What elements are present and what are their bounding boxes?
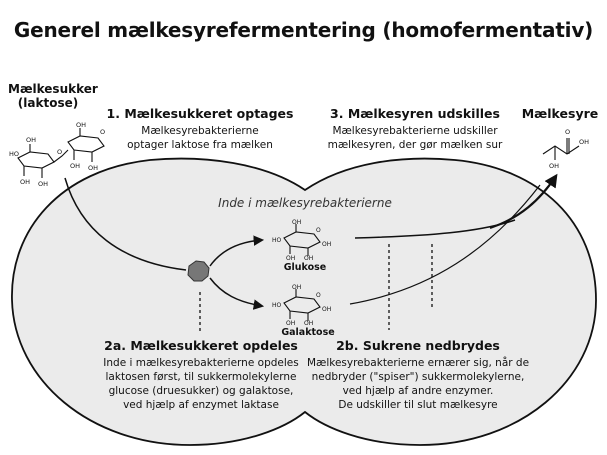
step-2b-text: Mælkesyrebakterierne ernærer sig, når de… bbox=[298, 356, 538, 412]
svg-text:O: O bbox=[316, 227, 321, 234]
lactose-label: Mælkesukker (laktose) bbox=[8, 82, 98, 110]
svg-text:OH: OH bbox=[304, 320, 313, 325]
lactose-label-line-2: (laktose) bbox=[17, 96, 79, 110]
svg-text:OH: OH bbox=[322, 306, 331, 313]
step-2b-line-3: ved hjælp af andre enzymer. bbox=[342, 385, 494, 397]
step-2a-line-3: glucose (druesukker) og galaktose, bbox=[108, 385, 294, 397]
svg-text:O: O bbox=[316, 292, 321, 299]
svg-text:OH: OH bbox=[549, 162, 559, 170]
step-2b-line-1: Mælkesyrebakterierne ernærer sig, når de bbox=[306, 357, 530, 369]
svg-text:OH: OH bbox=[38, 180, 48, 188]
svg-text:OH: OH bbox=[70, 162, 80, 170]
step-2a-line-2: laktosen først, til sukkermolekylerne bbox=[105, 371, 297, 383]
step-3-line-2: mælkesyren, der gør mælken sur bbox=[327, 139, 503, 151]
lactose-label-line-1: Mælkesukker bbox=[8, 82, 98, 96]
lactose-molecule: HO OH OH OH O OH OH OH O bbox=[9, 121, 105, 188]
step-3-line-1: Mælkesyrebakterierne udskiller bbox=[332, 125, 498, 137]
step-2b-line-4: De udskiller til slut mælkesyre bbox=[338, 399, 498, 411]
svg-text:O: O bbox=[57, 148, 62, 156]
lactic-acid-molecule: O OH OH bbox=[542, 128, 589, 170]
arrow-to-glucose bbox=[209, 235, 265, 267]
export-arrow bbox=[489, 173, 558, 230]
svg-text:OH: OH bbox=[292, 219, 301, 226]
svg-text:OH: OH bbox=[322, 241, 331, 248]
svg-text:OH: OH bbox=[286, 255, 295, 260]
svg-text:OH: OH bbox=[26, 136, 36, 144]
step-2a-line-4: ved hjælp af enzymet laktase bbox=[123, 399, 279, 411]
svg-text:O: O bbox=[565, 128, 570, 136]
step-2b-heading: 2b. Sukrene nedbrydes bbox=[336, 338, 500, 353]
svg-text:HO: HO bbox=[272, 302, 282, 309]
galactose-breakdown-line bbox=[349, 184, 541, 305]
step-2a-heading: 2a. Mælkesukkeret opdeles bbox=[104, 338, 298, 353]
step-1-line-2: optager laktose fra mælken bbox=[127, 139, 273, 151]
page-title: Generel mælkesyrefermentering (homoferme… bbox=[13, 18, 594, 42]
svg-text:OH: OH bbox=[76, 121, 86, 129]
uptake-arrow bbox=[64, 177, 187, 271]
enzyme-laktase bbox=[187, 260, 210, 282]
step-1-heading: 1. Mælkesukkeret optages bbox=[106, 106, 294, 121]
lactic-acid-label: Mælkesyre bbox=[521, 106, 599, 121]
svg-text:OH: OH bbox=[579, 138, 589, 146]
inside-label: Inde i mælkesyrebakterierne bbox=[218, 196, 392, 210]
galactose-label: Galaktose bbox=[281, 327, 335, 338]
svg-text:HO: HO bbox=[9, 150, 19, 158]
step-1-text: Mælkesyrebakterierne optager laktose fra… bbox=[100, 124, 300, 152]
step-2b-line-2: nedbryder ("spiser") sukkermolekylerne, bbox=[311, 371, 525, 383]
step-3-text: Mælkesyrebakterierne udskiller mælkesyre… bbox=[305, 124, 525, 152]
svg-text:OH: OH bbox=[286, 320, 295, 325]
bacterium-cell bbox=[11, 157, 597, 446]
svg-text:OH: OH bbox=[304, 255, 313, 260]
svg-text:O: O bbox=[100, 128, 105, 136]
arrow-to-galactose bbox=[209, 277, 265, 310]
step-3-heading: 3. Mælkesyren udskilles bbox=[330, 106, 500, 121]
svg-text:OH: OH bbox=[20, 178, 30, 186]
step-1-line-1: Mælkesyrebakterierne bbox=[141, 125, 259, 137]
glucose-label: Glukose bbox=[283, 262, 327, 273]
svg-text:OH: OH bbox=[292, 284, 301, 291]
svg-text:OH: OH bbox=[88, 164, 98, 172]
step-2a-line-1: Inde i mælkesyrebakterierne opdeles bbox=[103, 357, 299, 369]
svg-text:HO: HO bbox=[272, 237, 282, 244]
step-2a-text: Inde i mælkesyrebakterierne opdeles lakt… bbox=[86, 356, 316, 412]
